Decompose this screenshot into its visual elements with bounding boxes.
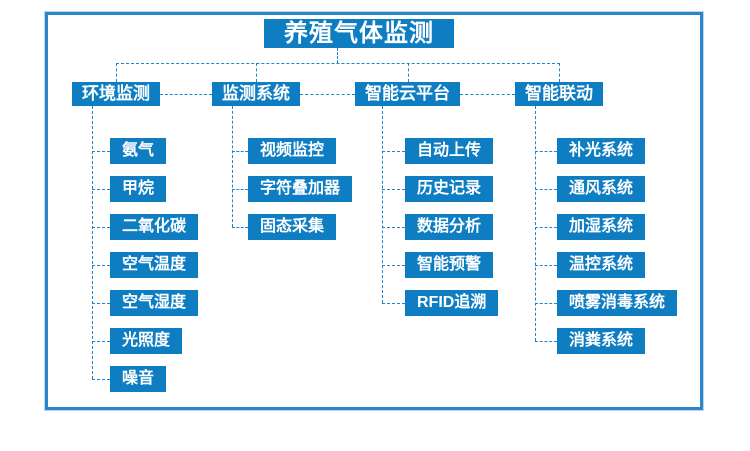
connector-stub [92, 264, 110, 266]
tree-row: 加湿系统 [535, 214, 677, 240]
column-smart-cloud-platform: 自动上传 历史记录 数据分析 智能预警 RFID追溯 [382, 138, 499, 316]
connector-stub [232, 188, 248, 190]
connector-stub [382, 150, 405, 152]
node-methane: 甲烷 [110, 176, 167, 202]
tree-row: 数据分析 [382, 214, 498, 240]
node-spray-disinfection-system: 喷雾消毒系统 [557, 290, 678, 316]
tree-row: 补光系统 [535, 138, 677, 164]
branch-monitoring-system: 监测系统 [212, 82, 300, 106]
connector-stub [92, 378, 110, 380]
tree-row: 历史记录 [382, 176, 498, 202]
connector-stub [382, 226, 405, 228]
connector-trunk-environment [92, 106, 93, 379]
branch-smart-linkage: 智能联动 [515, 82, 603, 106]
connector-stub [382, 302, 405, 304]
tree-row: 消粪系统 [535, 328, 677, 354]
node-history-records: 历史记录 [405, 176, 494, 202]
node-humidification-system: 加湿系统 [557, 214, 646, 240]
tree-row: 智能预警 [382, 252, 498, 278]
branch-smart-cloud-platform: 智能云平台 [355, 82, 460, 106]
node-solid-state-collection: 固态采集 [248, 214, 337, 240]
tree-row: 甲烷 [92, 176, 198, 202]
connector-stub [92, 226, 110, 228]
root-node-title: 养殖气体监测 [264, 19, 454, 48]
column-monitoring-system: 视频监控 字符叠加器 固态采集 [232, 138, 353, 240]
connector-stub [535, 264, 557, 266]
tree-row: 氨气 [92, 138, 198, 164]
connector-branch-bus [116, 63, 560, 64]
connector-stub [535, 188, 557, 190]
connector-stub [535, 340, 557, 342]
node-video-surveillance: 视频监控 [248, 138, 337, 164]
tree-row: 噪音 [92, 366, 198, 392]
node-fill-light-system: 补光系统 [557, 138, 646, 164]
branch-environment-monitoring: 环境监测 [72, 82, 160, 106]
connector-stub [535, 226, 557, 228]
connector-link-env-monitoring [160, 94, 212, 95]
node-auto-upload: 自动上传 [405, 138, 494, 164]
tree-row: 视频监控 [232, 138, 352, 164]
tree-row: 二氧化碳 [92, 214, 199, 240]
connector-stub [92, 188, 110, 190]
connector-trunk-monitoring-system [232, 106, 233, 227]
node-ammonia: 氨气 [110, 138, 167, 164]
tree-row: 通风系统 [535, 176, 677, 202]
connector-drop-cloud-platform [408, 63, 409, 82]
node-air-temperature: 空气温度 [110, 252, 199, 278]
connector-stub [232, 150, 248, 152]
connector-trunk-cloud-platform [382, 106, 383, 303]
node-ventilation-system: 通风系统 [557, 176, 646, 202]
node-rfid-traceability: RFID追溯 [405, 290, 499, 316]
connector-stub [92, 150, 110, 152]
connector-drop-monitoring-system [256, 63, 257, 82]
tree-row: 空气温度 [92, 252, 199, 278]
tree-row: 温控系统 [535, 252, 677, 278]
connector-root-stub [337, 48, 338, 63]
connector-stub [92, 302, 110, 304]
connector-drop-smart-linkage [559, 63, 560, 82]
node-temperature-control-system: 温控系统 [557, 252, 646, 278]
node-noise: 噪音 [110, 366, 167, 392]
node-smart-warning: 智能预警 [405, 252, 494, 278]
connector-stub [535, 302, 557, 304]
connector-link-monitoring-cloud [300, 94, 355, 95]
tree-row: 固态采集 [232, 214, 352, 240]
connector-stub [382, 188, 405, 190]
tree-row: 自动上传 [382, 138, 498, 164]
tree-row: 喷雾消毒系统 [535, 290, 678, 316]
tree-row: 空气湿度 [92, 290, 199, 316]
column-environment-monitoring: 氨气 甲烷 二氧化碳 空气温度 空气湿度 光照度 噪音 [92, 138, 199, 392]
node-carbon-dioxide: 二氧化碳 [110, 214, 199, 240]
tree-row: RFID追溯 [382, 290, 499, 316]
connector-trunk-smart-linkage [535, 106, 536, 341]
node-illuminance: 光照度 [110, 328, 183, 354]
connector-stub [92, 340, 110, 342]
connector-drop-environment [116, 63, 117, 82]
node-air-humidity: 空气湿度 [110, 290, 199, 316]
node-manure-removal-system: 消粪系统 [557, 328, 646, 354]
connector-stub [232, 226, 248, 228]
tree-row: 字符叠加器 [232, 176, 353, 202]
connector-stub [535, 150, 557, 152]
connector-stub [382, 264, 405, 266]
node-character-overlay: 字符叠加器 [248, 176, 353, 202]
diagram-border-frame [45, 12, 703, 410]
connector-link-cloud-linkage [460, 94, 515, 95]
tree-row: 光照度 [92, 328, 198, 354]
node-data-analysis: 数据分析 [405, 214, 494, 240]
column-smart-linkage: 补光系统 通风系统 加湿系统 温控系统 喷雾消毒系统 消粪系统 [535, 138, 678, 354]
